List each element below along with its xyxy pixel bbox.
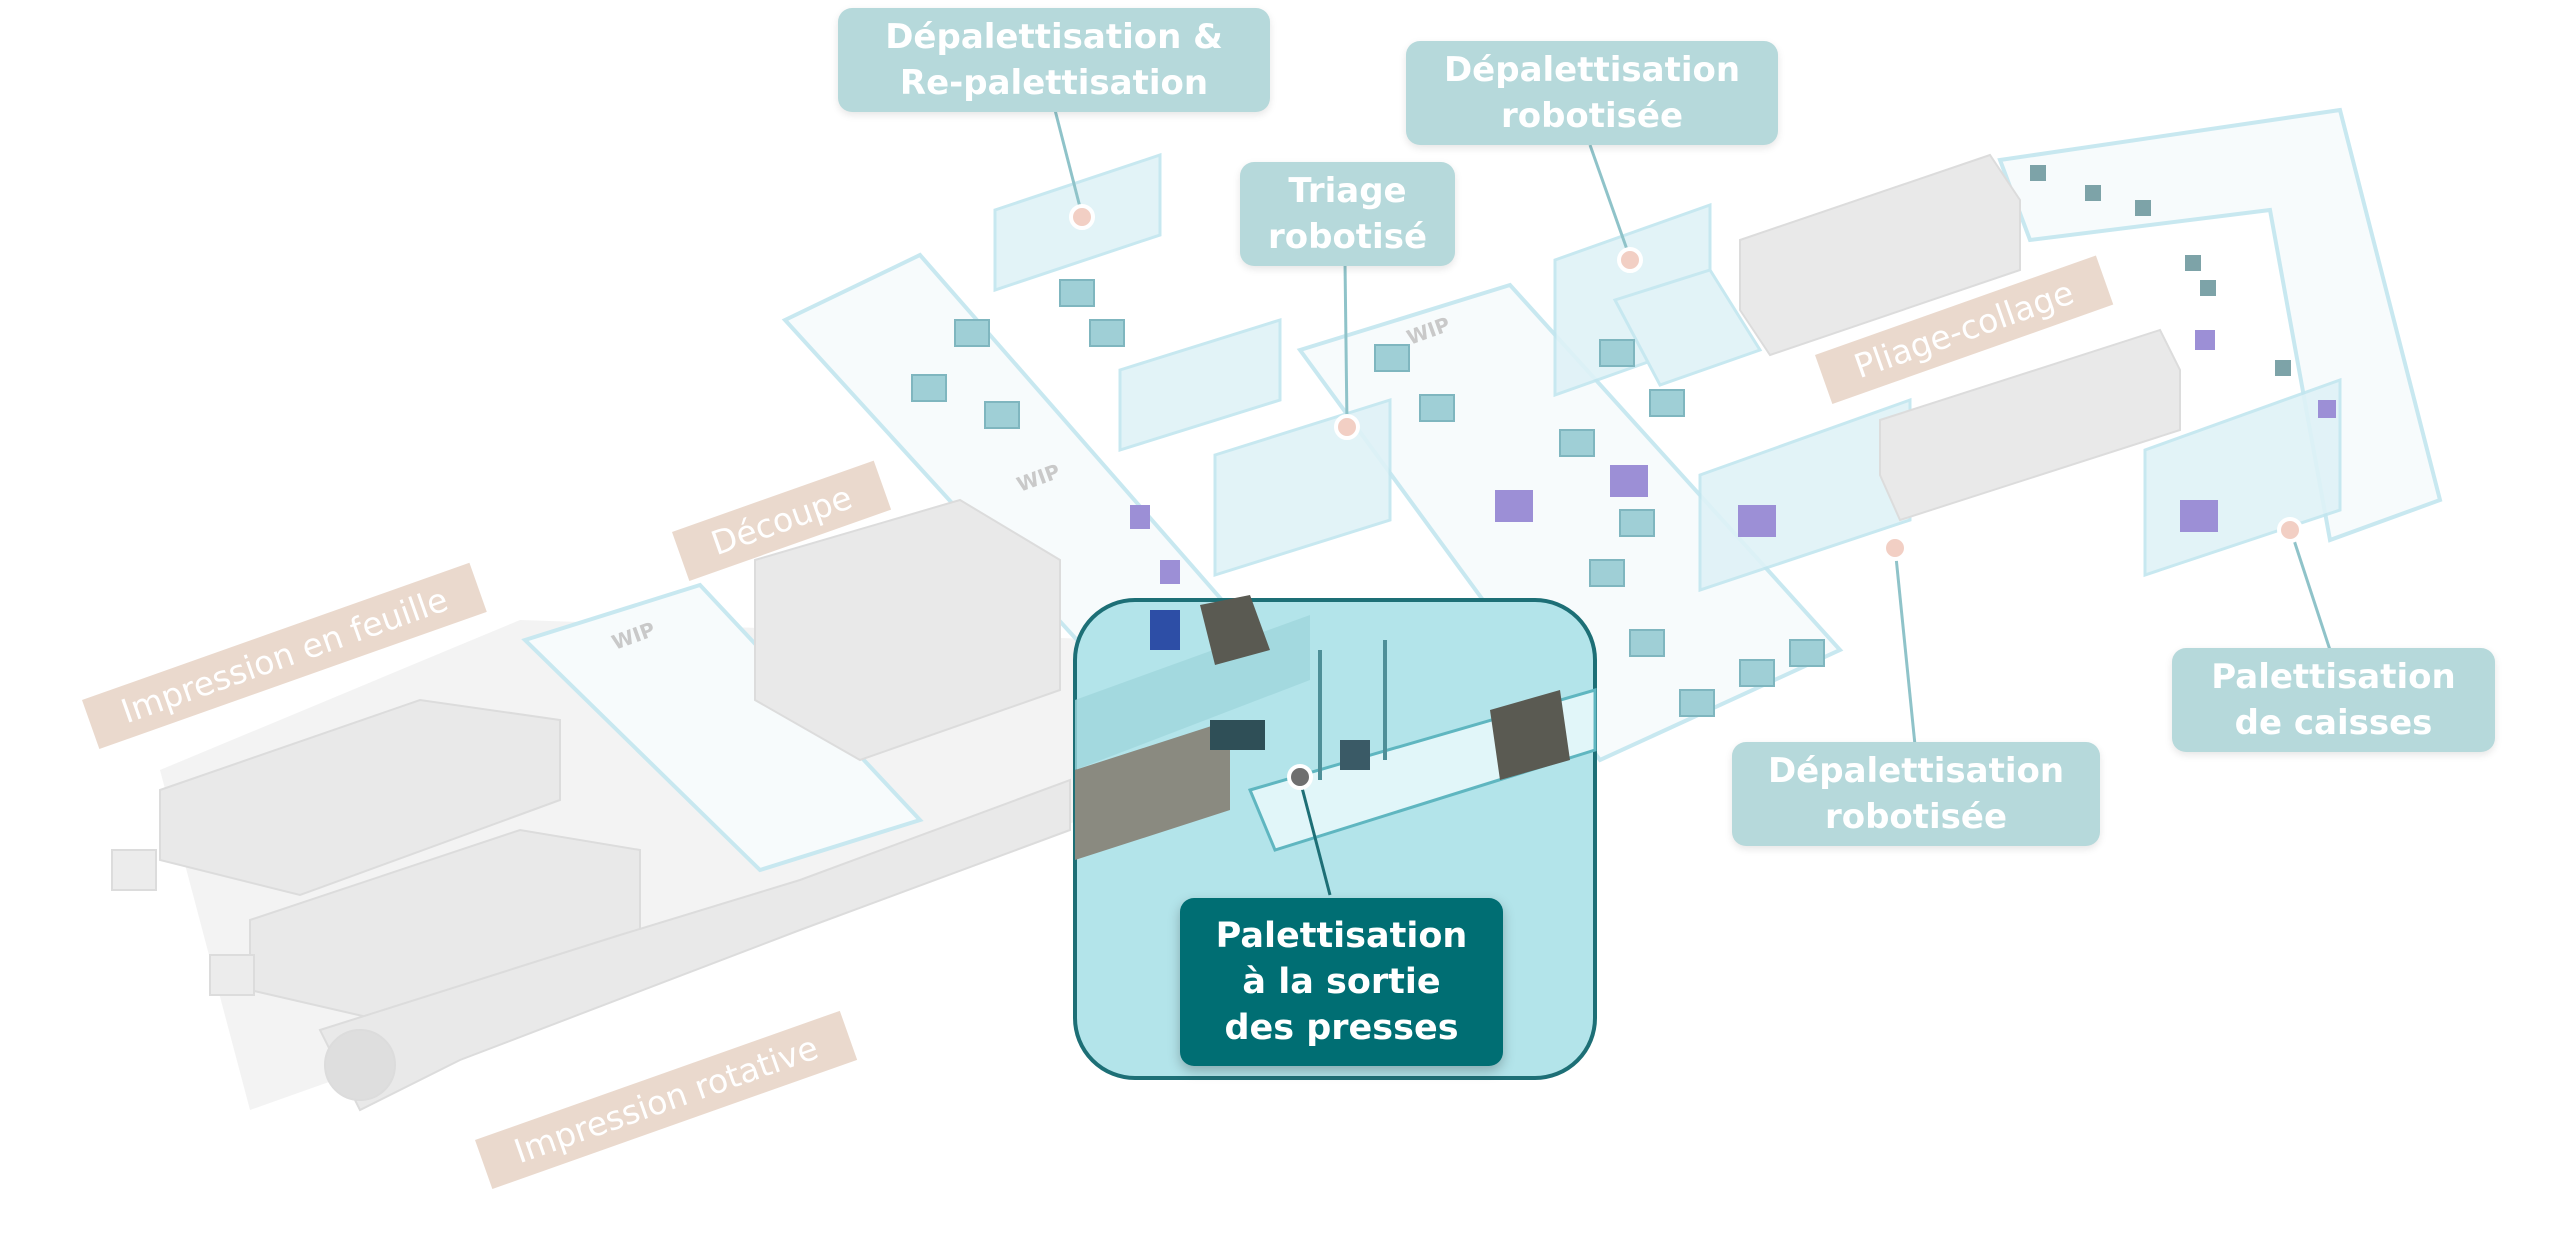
callout-line: de caisses	[2234, 703, 2433, 743]
callout-line: Palettisation	[1215, 916, 1468, 956]
callout-line: robotisé	[1267, 217, 1428, 257]
callout-line: Dépalettisation	[1443, 50, 1741, 90]
callout-palettisation-caisses[interactable]: Palettisation de caisses	[2172, 648, 2495, 752]
callout-line: des presses	[1224, 1008, 1459, 1048]
callout-line: Palettisation	[2211, 657, 2456, 697]
purple-boxes	[1130, 330, 2336, 584]
callout-depalettisation-repalettisation[interactable]: Dépalettisation & Re-palettisation	[838, 8, 1270, 112]
pallet-stacks	[911, 279, 1825, 717]
callout-line: Dépalettisation &	[885, 17, 1223, 57]
machines	[111, 153, 2181, 1112]
callout-line: Dépalettisation	[1767, 751, 2065, 791]
callout-line: robotisée	[1500, 96, 1684, 136]
callout-triage-robotise[interactable]: Triage robotisé	[1240, 162, 1455, 266]
callout-depalettisation-robotisee-bottom[interactable]: Dépalettisation robotisée	[1732, 742, 2100, 846]
callout-palettisation-sortie-presses[interactable]: Palettisation à la sortie des presses	[1180, 898, 1503, 1066]
conveyor-items	[2030, 165, 2291, 376]
callout-line: Re-palettisation	[899, 63, 1209, 103]
anchor-dots	[1069, 204, 2303, 790]
callout-line: robotisée	[1824, 797, 2008, 837]
callout-depalettisation-robotisee-top[interactable]: Dépalettisation robotisée	[1406, 41, 1778, 145]
callout-line: à la sortie	[1242, 962, 1441, 1002]
leader-lines	[1053, 109, 2332, 896]
callout-line: Triage	[1288, 171, 1407, 211]
